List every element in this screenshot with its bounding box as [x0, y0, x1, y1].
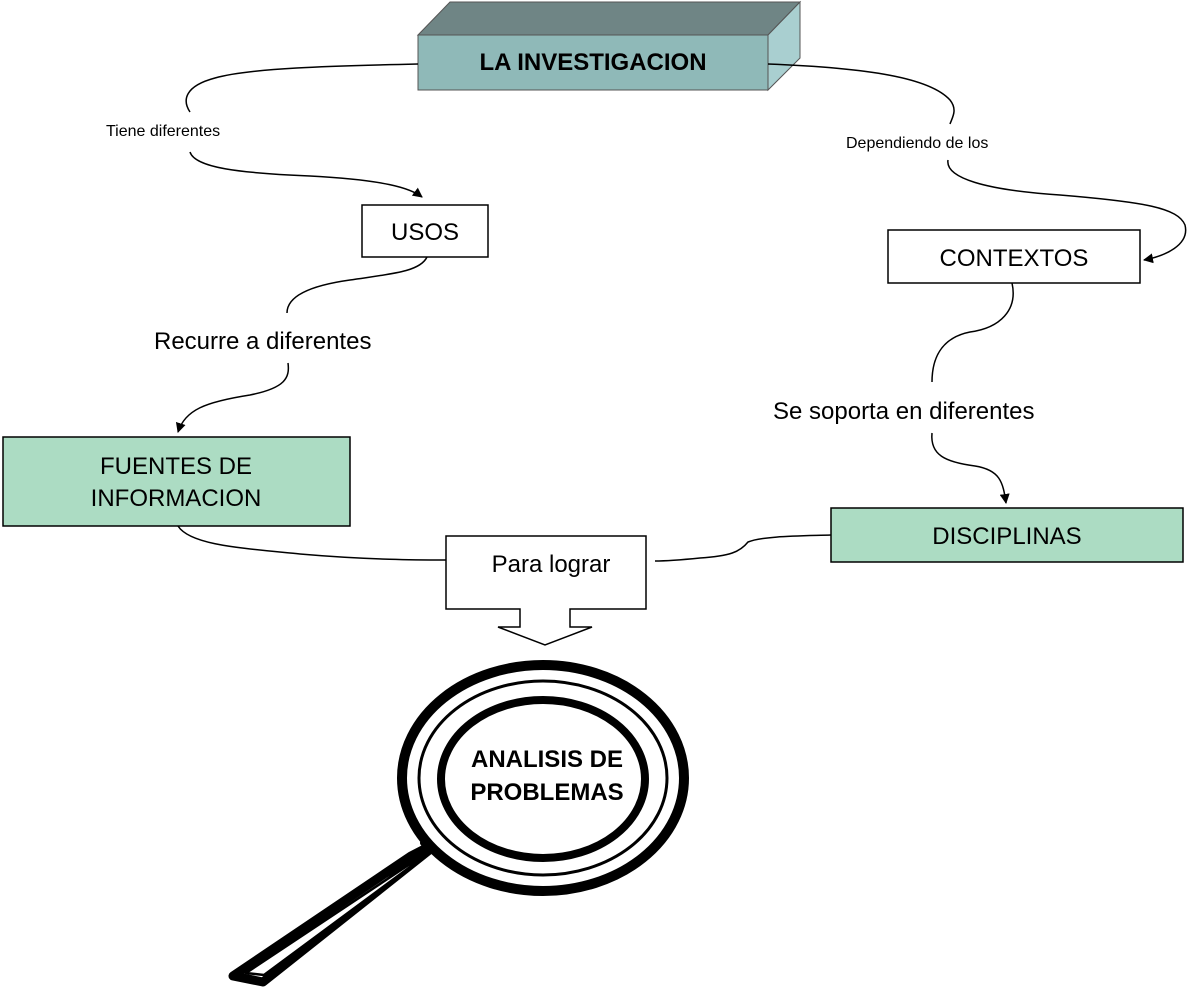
node-usos-label: USOS	[391, 219, 459, 246]
node-contextos-label: CONTEXTOS	[940, 245, 1089, 272]
magnifier-lens-inner	[437, 696, 649, 862]
connector-usos-recurre	[286, 256, 428, 314]
node-fuentes-label-line2: INFORMACION	[91, 485, 262, 512]
node-usos: USOS	[361, 204, 489, 258]
root-node-top	[416, 1, 802, 36]
link-label-soporta: Se soporta en diferentes	[773, 398, 1035, 425]
node-para-lograr: Para lograr	[445, 535, 647, 646]
para-lograr-callout-shape	[445, 535, 647, 646]
connector-tiene-usos	[189, 151, 423, 198]
connector-root-tiene	[185, 63, 419, 113]
connector-contextos-soporta	[931, 282, 1014, 383]
connector-fuentes-para-lograr	[177, 525, 447, 561]
analisis-label-line2: PROBLEMAS	[470, 779, 623, 806]
link-label-tiene: Tiene diferentes	[106, 123, 220, 140]
node-fuentes-label-line1: FUENTES DE	[100, 453, 252, 480]
connector-recurre-fuentes	[175, 362, 290, 433]
connector-soporta-disciplinas	[931, 432, 1010, 504]
node-fuentes: FUENTES DE INFORMACION	[2, 436, 351, 527]
connector-dependiendo-contextos	[947, 159, 1187, 264]
connector-root-dependiendo	[767, 63, 955, 125]
root-node-label: LA INVESTIGACION	[479, 49, 706, 76]
analisis-label-line1: ANALISIS DE	[471, 746, 623, 773]
link-label-recurre: Recurre a diferentes	[154, 328, 371, 355]
magnifier-handle-inner	[244, 848, 435, 977]
connector-disciplinas-para-lograr	[654, 534, 832, 562]
root-node-front	[417, 34, 769, 91]
node-para-lograr-label: Para lograr	[492, 551, 611, 578]
root-node: LA INVESTIGACION	[416, 0, 802, 92]
node-disciplinas-label: DISCIPLINAS	[932, 523, 1081, 550]
link-label-dependiendo: Dependiendo de los	[846, 135, 988, 152]
magnifying-glass-icon: ANALISIS DE PROBLEMAS	[228, 660, 689, 987]
node-disciplinas: DISCIPLINAS	[830, 507, 1184, 563]
node-contextos: CONTEXTOS	[887, 229, 1141, 284]
